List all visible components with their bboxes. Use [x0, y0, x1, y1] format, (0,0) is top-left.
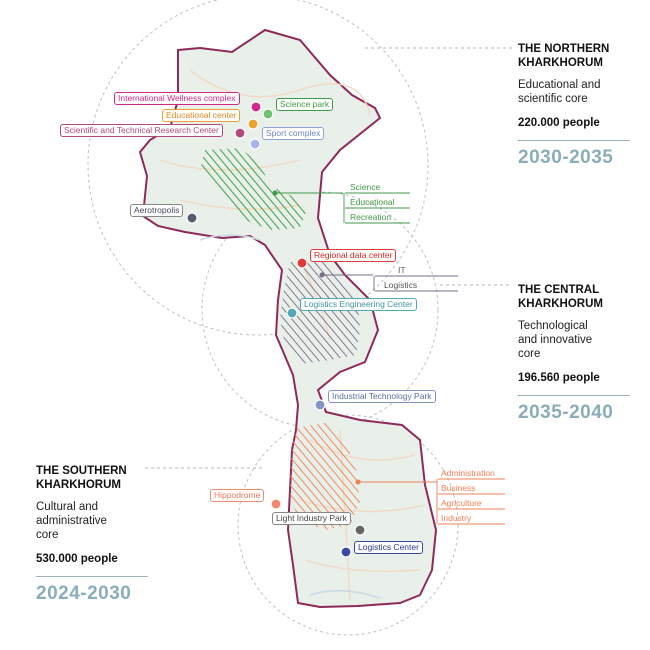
- northern-zone-subtitle-line1: Educational and: [518, 79, 601, 91]
- label-scientific-technical-research-center[interactable]: Scientific and Technical Research Center: [60, 124, 223, 137]
- marker-scientific-technical-research-center[interactable]: [234, 127, 246, 139]
- central-zone-subtitle-line1: Technological: [518, 320, 588, 332]
- label-sport-complex[interactable]: Sport complex: [262, 127, 325, 140]
- marker-light-industry-park[interactable]: [354, 524, 366, 536]
- marker-international-wellness-complex[interactable]: [250, 101, 262, 113]
- marker-science-junction: [272, 190, 278, 196]
- marker-regional-data-center[interactable]: [296, 257, 308, 269]
- southern-zone-title-line1: THE SOUTHERN: [36, 465, 127, 477]
- northern-zone-subtitle-line2: scientific core: [518, 93, 588, 105]
- central-zone-subtitle: Technological and innovative core: [518, 319, 630, 361]
- category-industry: Industry: [441, 513, 472, 523]
- category-leader-lines: [275, 192, 437, 483]
- northern-zone-circle: [87, 0, 429, 336]
- category-it: IT: [398, 265, 406, 275]
- category-business: Business: [441, 483, 476, 493]
- label-hippodrome[interactable]: Hippodrome: [210, 489, 265, 502]
- central-zone-circle: [201, 191, 439, 429]
- category-science: Science: [350, 182, 381, 192]
- place-markers: [186, 101, 366, 558]
- label-logistics-engineering-center[interactable]: Logistics Engineering Center: [300, 298, 417, 311]
- northern-zone-subtitle: Educational and scientific core: [518, 78, 630, 106]
- northern-zone-panel: THE NORTHERN KHARKHORUM Educational and …: [518, 42, 630, 169]
- label-aerotropolis[interactable]: Aerotropolis: [130, 204, 184, 217]
- central-zone-years: 2035-2040: [518, 402, 614, 423]
- southern-zone-panel: THE SOUTHERN KHARKHORUM Cultural and adm…: [36, 464, 148, 605]
- central-hatch-area: [280, 262, 360, 364]
- northern-zone-title-line1: THE NORTHERN: [518, 43, 610, 55]
- label-industrial-technology-park[interactable]: Industrial Technology Park: [328, 390, 436, 403]
- marker-science-park[interactable]: [262, 108, 274, 120]
- marker-it-junction: [319, 272, 325, 278]
- southern-zone-population: 530.000 people: [36, 553, 118, 565]
- label-science-park[interactable]: Science park: [276, 98, 334, 111]
- southern-zone-subtitle: Cultural and administrative core: [36, 500, 148, 542]
- marker-hippodrome[interactable]: [270, 498, 282, 510]
- category-agriculture: Agriculture: [441, 498, 482, 508]
- marker-logistics-engineering-center[interactable]: [286, 307, 298, 319]
- southern-hatch-area: [290, 422, 360, 530]
- southern-zone-subtitle-line1: Cultural and: [36, 501, 99, 513]
- northern-zone-divider: [518, 140, 630, 141]
- marker-educational-center[interactable]: [247, 118, 259, 130]
- northern-zone-years: 2030-2035: [518, 147, 614, 168]
- southern-zone-circle: [237, 414, 459, 636]
- category-administration: Administration: [441, 468, 495, 478]
- category-underlines: [343, 192, 505, 525]
- central-zone-subtitle-line2: and innovative: [518, 334, 593, 346]
- water-features: [199, 234, 381, 599]
- category-recreation: Recreation: [350, 212, 392, 222]
- southern-zone-title-line2: KHARKHORUM: [36, 479, 121, 491]
- marker-administration-junction: [355, 479, 361, 485]
- northern-hatch-area: [200, 148, 306, 230]
- southern-zone-subtitle-line3: core: [36, 529, 59, 541]
- label-international-wellness-complex[interactable]: International Wellness complex: [114, 92, 240, 105]
- central-zone-title-line1: THE CENTRAL: [518, 284, 600, 296]
- central-zone-divider: [518, 395, 630, 396]
- label-educational-center[interactable]: Educational center: [162, 109, 241, 122]
- panel-leader-lines: [145, 47, 512, 469]
- central-zone-panel: THE CENTRAL KHARKHORUM Technological and…: [518, 283, 630, 424]
- marker-logistics-center[interactable]: [340, 546, 352, 558]
- label-logistics-center[interactable]: Logistics Center: [354, 541, 423, 554]
- marker-sport-complex[interactable]: [249, 138, 261, 150]
- central-zone-population: 196.560 people: [518, 372, 600, 384]
- category-educational: Educational: [350, 197, 395, 207]
- southern-zone-years: 2024-2030: [36, 583, 132, 604]
- northern-zone-population: 220.000 people: [518, 117, 600, 129]
- central-zone-title-line2: KHARKHORUM: [518, 298, 603, 310]
- southern-zone-divider: [36, 576, 148, 577]
- label-light-industry-park[interactable]: Light Industry Park: [272, 512, 351, 525]
- label-regional-data-center[interactable]: Regional data center: [310, 249, 397, 262]
- northern-zone-title-line2: KHARKHORUM: [518, 57, 603, 69]
- southern-zone-subtitle-line2: administrative: [36, 515, 107, 527]
- category-logistics: Logistics: [384, 280, 418, 290]
- marker-aerotropolis[interactable]: [186, 212, 198, 224]
- central-zone-subtitle-line3: core: [518, 348, 541, 360]
- marker-industrial-technology-park[interactable]: [314, 399, 326, 411]
